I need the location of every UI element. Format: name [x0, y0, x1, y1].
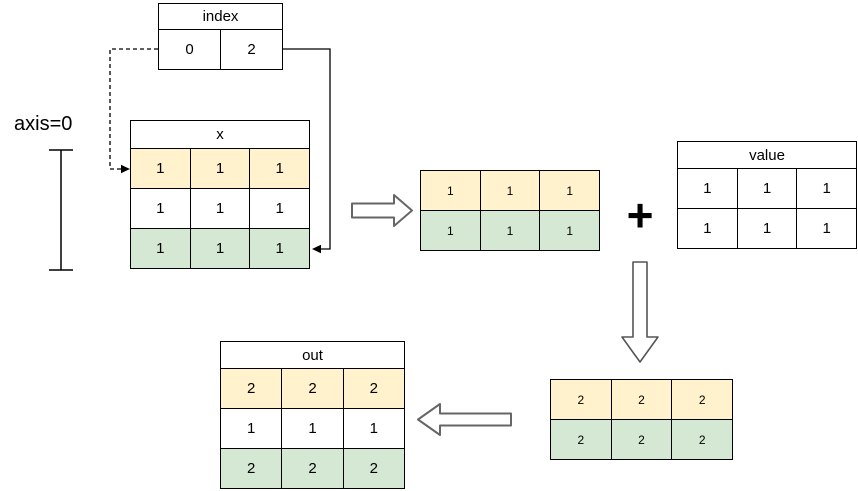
x-cell: 1 [189, 148, 251, 189]
index-table-title: index [158, 3, 283, 30]
index-cell-1: 2 [220, 29, 283, 70]
sum-cell: 2 [671, 379, 733, 420]
out-cell: 2 [281, 368, 344, 409]
out-cell: 1 [342, 408, 406, 449]
sum-cell: 2 [550, 379, 612, 420]
sum-table: 2 2 2 2 2 2 [550, 379, 733, 460]
x-cell: 1 [130, 228, 191, 269]
x-cell: 1 [189, 228, 251, 269]
arrowhead-left-icon [312, 244, 321, 254]
gathered-cell: 1 [479, 210, 541, 251]
out-cell: 2 [342, 448, 406, 489]
out-table: out 2 2 2 1 1 1 2 2 2 [219, 341, 406, 489]
axis-label: axis=0 [14, 113, 73, 135]
flow-arrow-left-icon [417, 403, 512, 436]
x-cell: 1 [249, 228, 310, 269]
gathered-cell: 1 [420, 170, 481, 211]
plus-operator: + [626, 189, 654, 241]
out-table-title: out [220, 341, 405, 369]
out-cell: 1 [219, 408, 283, 449]
out-cell: 2 [281, 448, 344, 489]
gathered-cell: 1 [420, 210, 481, 251]
out-cell: 2 [342, 368, 406, 409]
value-cell: 1 [736, 168, 798, 209]
sum-cell: 2 [610, 379, 673, 420]
x-cell: 1 [130, 148, 191, 189]
index-table: index 0 2 [158, 3, 283, 70]
value-cell: 1 [796, 168, 857, 209]
x-cell: 1 [249, 188, 310, 229]
sum-cell: 2 [610, 419, 673, 460]
flow-arrow-right-icon [351, 194, 413, 227]
x-cell: 1 [130, 188, 191, 229]
x-table: x 1 1 1 1 1 1 1 1 1 [130, 120, 310, 269]
gathered-table: 1 1 1 1 1 1 [420, 170, 600, 251]
out-cell: 2 [219, 368, 283, 409]
value-cell: 1 [796, 208, 857, 249]
value-cell: 1 [736, 208, 798, 249]
x-table-title: x [130, 120, 310, 149]
value-table: value 1 1 1 1 1 1 [677, 141, 857, 249]
gathered-cell: 1 [539, 170, 600, 211]
index-cell-0: 0 [158, 29, 221, 70]
value-cell: 1 [677, 168, 738, 209]
out-cell: 2 [219, 448, 283, 489]
out-cell: 1 [281, 408, 344, 449]
sum-cell: 2 [671, 419, 733, 460]
arrowhead-right-icon [121, 164, 130, 174]
x-cell: 1 [249, 148, 310, 189]
gathered-cell: 1 [539, 210, 600, 251]
value-table-title: value [677, 141, 857, 169]
value-cell: 1 [677, 208, 738, 249]
gathered-cell: 1 [479, 170, 541, 211]
flow-arrow-down-icon [621, 261, 659, 363]
axis-extent-line [49, 149, 73, 271]
sum-cell: 2 [550, 419, 612, 460]
x-cell: 1 [189, 188, 251, 229]
